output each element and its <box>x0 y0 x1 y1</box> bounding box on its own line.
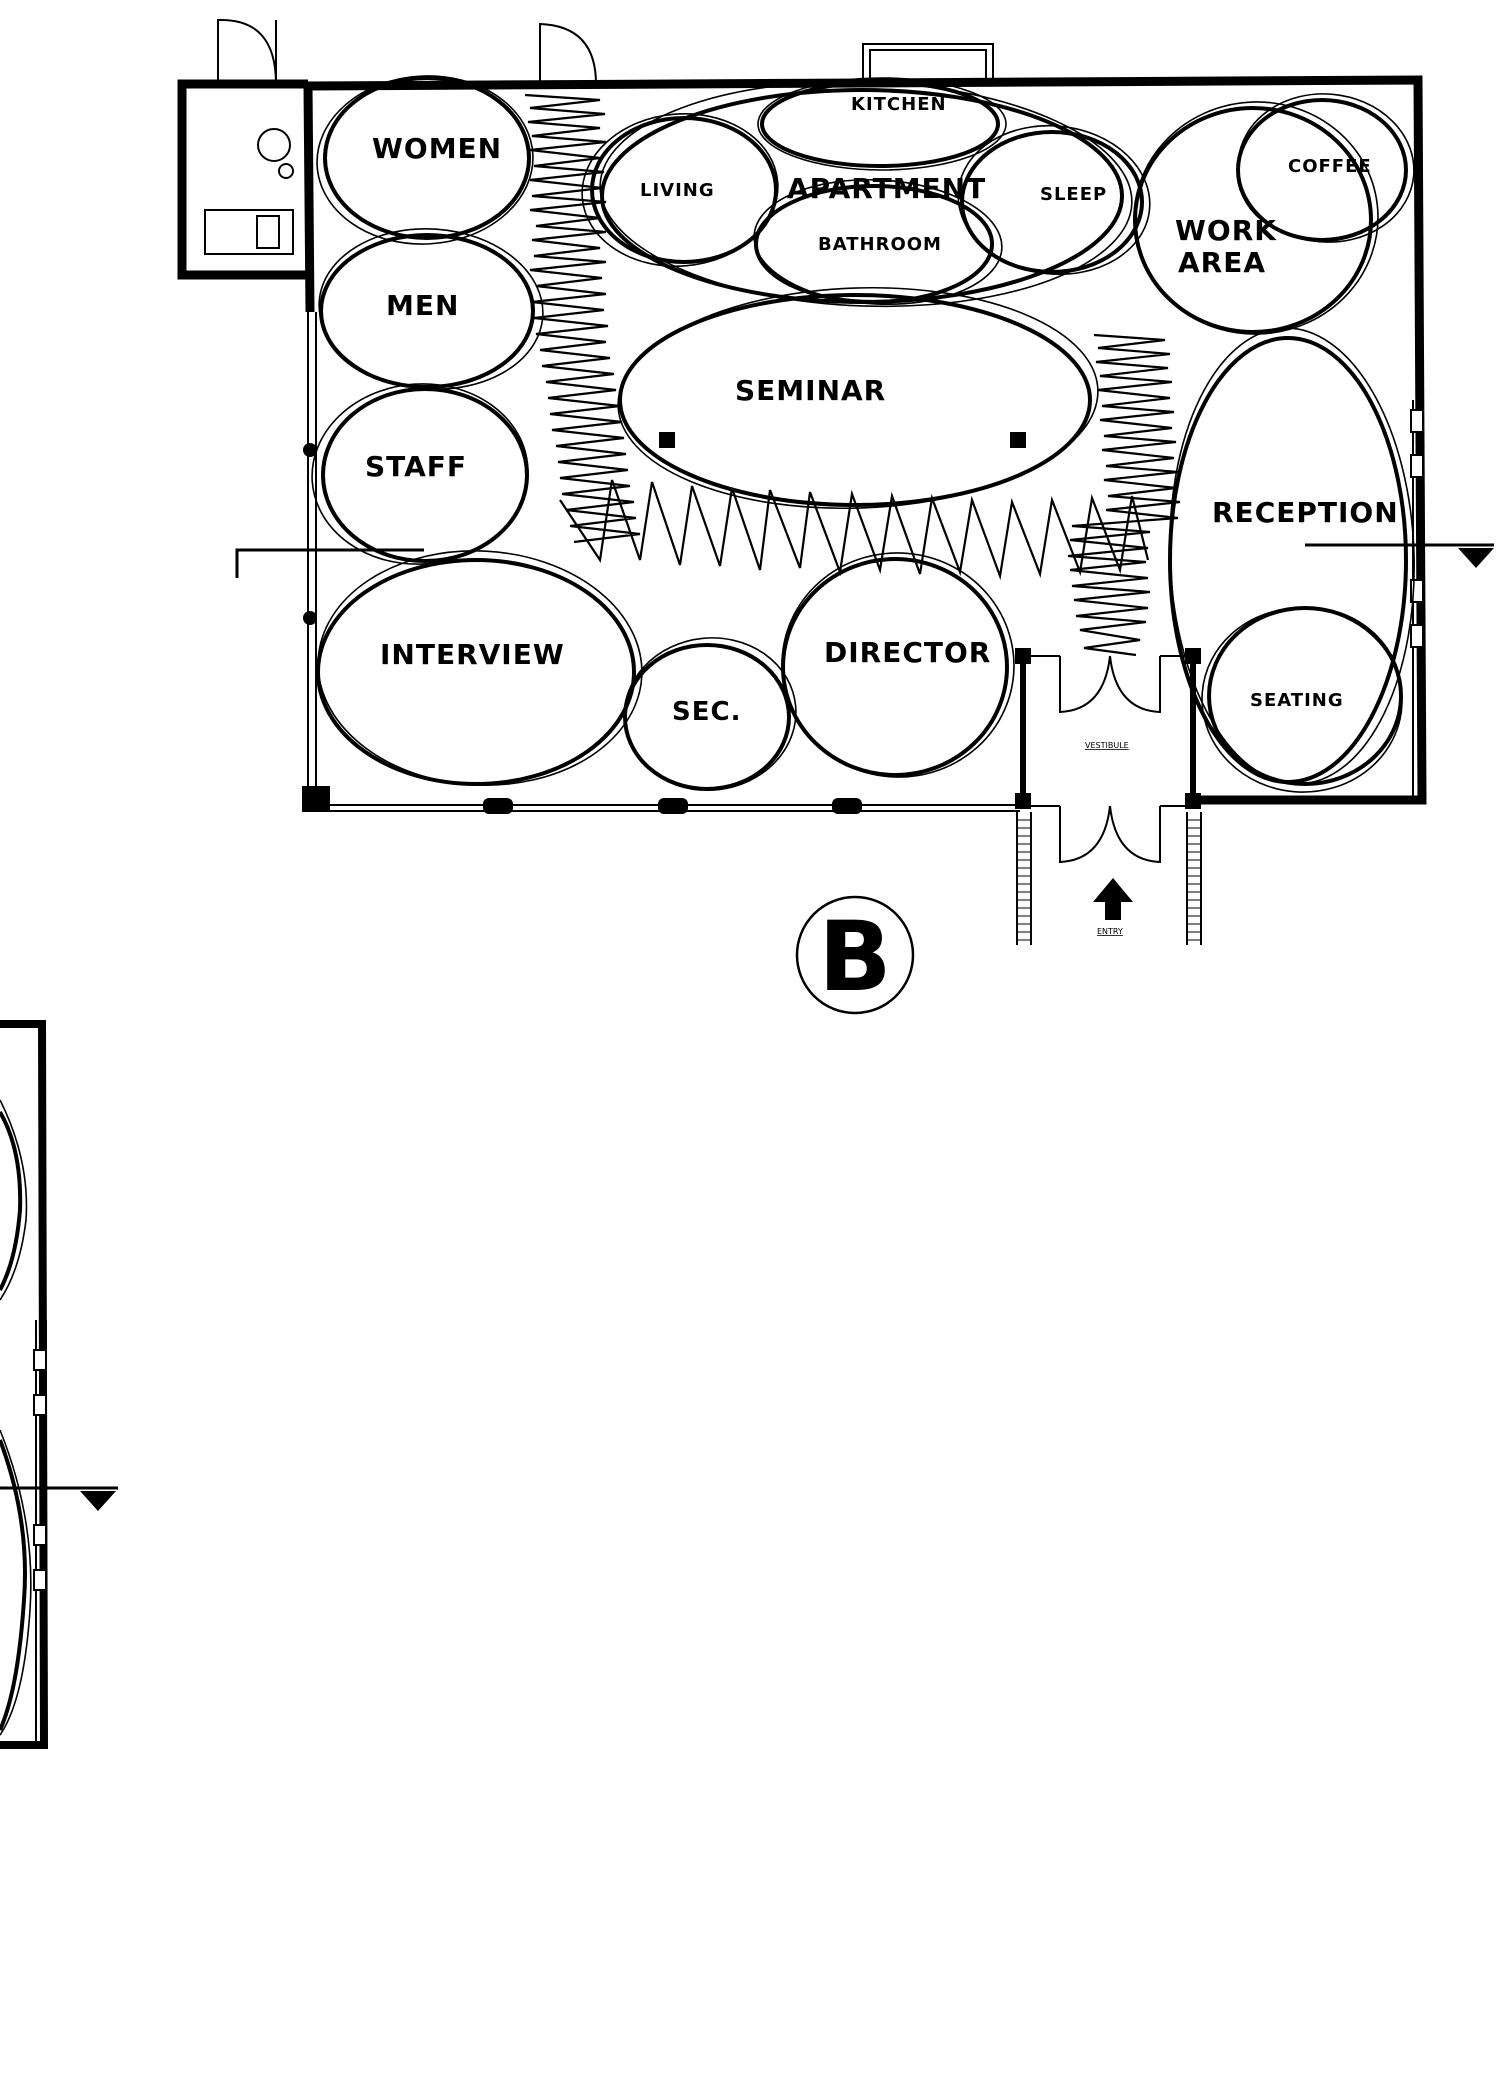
label-staff: STAFF <box>365 450 467 483</box>
label-vestibule: VESTIBULE <box>1085 741 1129 750</box>
mechanical-room <box>177 18 994 280</box>
circulation-hatch <box>524 93 1181 657</box>
label-men: MEN <box>386 289 459 322</box>
section-arrow-icon <box>80 1491 116 1511</box>
label-apartment: APARTMENT <box>787 172 986 205</box>
label-kitchen: KITCHEN <box>851 94 947 115</box>
plan-marker: B <box>795 895 915 1015</box>
label-seating: SEATING <box>1250 690 1344 711</box>
label-sec: SEC. <box>672 697 741 727</box>
label-work-area-2: AREA <box>1178 246 1266 279</box>
section-arrow-icon <box>1458 548 1494 568</box>
label-reception: RECEPTION <box>1212 496 1399 529</box>
room-labels: WOMEN MEN STAFF INTERVIEW SEC. DIRECTOR … <box>365 94 1399 936</box>
plan-marker-letter: B <box>818 901 891 1013</box>
room-bubbles <box>311 75 1415 793</box>
label-women: WOMEN <box>372 132 502 165</box>
label-interview: INTERVIEW <box>380 638 565 671</box>
plan-b: B WOMEN MEN STAFF INTERVIEW SEC. DIRECTO… <box>177 18 1494 1015</box>
label-seminar: SEMINAR <box>735 374 886 407</box>
label-director: DIRECTOR <box>824 636 991 669</box>
label-sleep: SLEEP <box>1040 184 1107 205</box>
section-markers <box>235 543 1494 578</box>
label-entry: ENTRY <box>1097 927 1123 936</box>
label-bathroom: BATHROOM <box>818 234 942 255</box>
entry-arrow-icon <box>1093 878 1133 920</box>
vestibule-entry <box>1015 648 1202 945</box>
label-work-area-1: WORK <box>1175 214 1277 247</box>
label-coffee: COFFEE <box>1288 156 1372 177</box>
label-living: LIVING <box>640 180 715 201</box>
partial-plan <box>0 1020 118 1749</box>
